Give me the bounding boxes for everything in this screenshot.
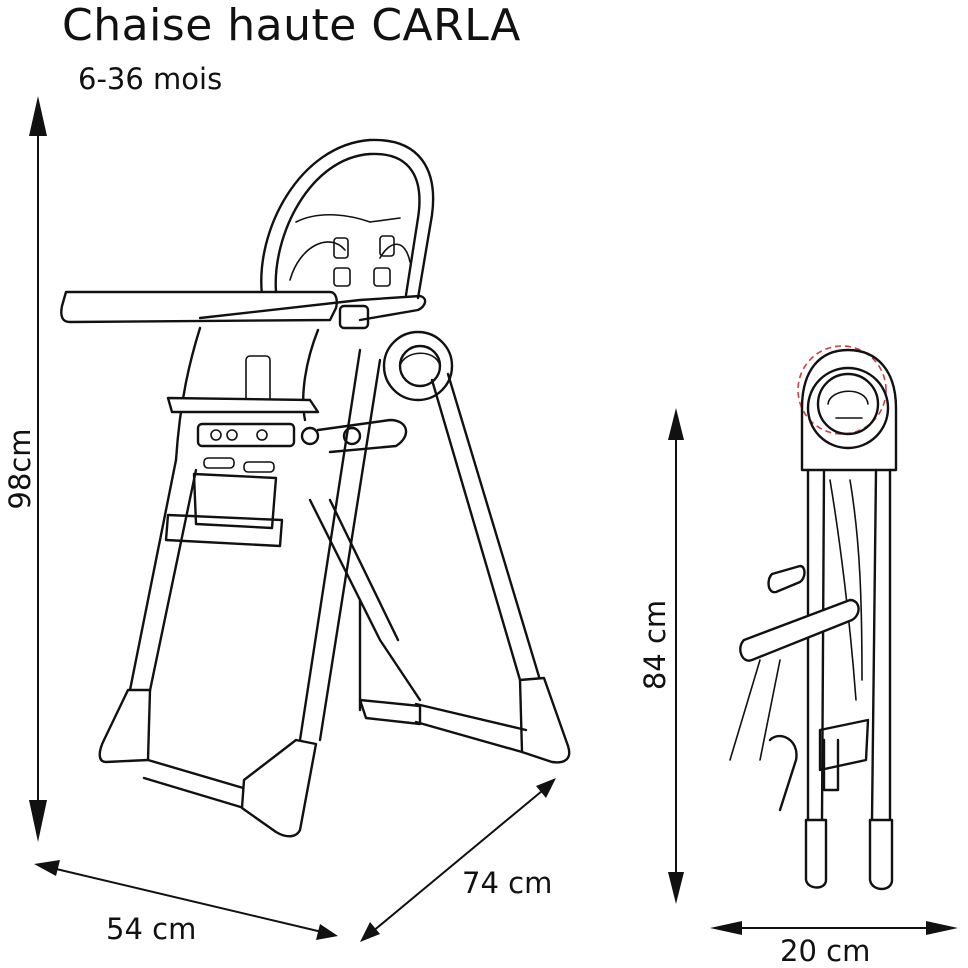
open-chair-illustration <box>60 138 571 838</box>
depth-label: 74 cm <box>462 866 553 900</box>
width-arrow <box>34 860 338 940</box>
height-open-label: 98cm <box>3 428 37 510</box>
folded-depth-label: 20 cm <box>780 934 871 968</box>
depth-arrow <box>360 778 556 942</box>
width-label: 54 cm <box>106 912 197 946</box>
height-open-arrow <box>29 96 47 842</box>
folded-chair-illustration <box>729 345 898 891</box>
age-range-label: 6-36 mois <box>78 62 223 96</box>
product-title: Chaise haute CARLA <box>62 0 521 51</box>
height-folded-arrow <box>668 408 684 904</box>
height-folded-label: 84 cm <box>638 599 672 691</box>
folded-depth-arrow <box>710 921 958 935</box>
